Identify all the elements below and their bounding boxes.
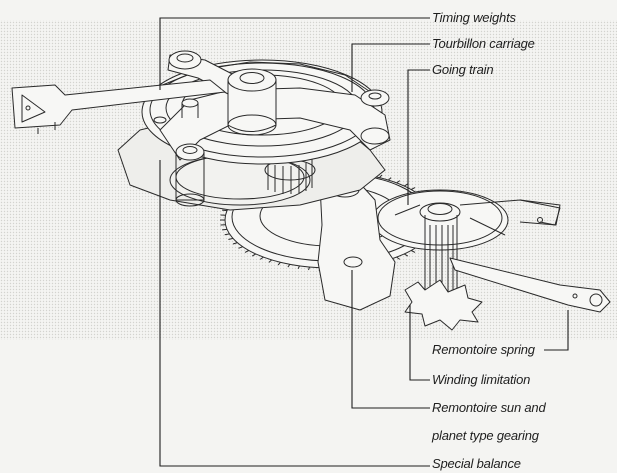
gear-tooth: [232, 242, 238, 245]
leader-timing-weights: [159, 17, 430, 90]
label-timing-weights: Timing weights: [432, 10, 516, 25]
central-bridge: [317, 177, 396, 311]
leader-remontoire-spring: [544, 310, 569, 351]
gear-tooth: [387, 177, 392, 181]
gear-tooth: [403, 183, 409, 187]
gear-tooth: [268, 259, 273, 263]
label-winding-limitation: Winding limitation: [432, 372, 531, 387]
leader-tourbillon-carriage: [351, 43, 430, 92]
gear-tooth: [410, 187, 416, 190]
gear-tooth: [297, 265, 300, 270]
gear-tooth: [287, 264, 291, 268]
label-special-balance: Special balance: [432, 456, 521, 471]
leader-special-balance: [159, 160, 430, 467]
gear-tooth: [410, 250, 416, 253]
star-wheel: [404, 279, 483, 331]
label-going-train: Going train: [432, 62, 494, 77]
gear-tooth: [222, 228, 228, 231]
gear-tooth: [228, 237, 234, 240]
leader-remontoire-sun: [351, 270, 430, 409]
label-remontoire-sun-line2: planet type gearing: [432, 428, 539, 443]
label-remontoire-sun-line1: Remontoire sun and: [432, 400, 546, 415]
gear-tooth: [224, 233, 230, 236]
gear-tooth: [222, 209, 228, 212]
label-tourbillon-carriage: Tourbillon carriage: [432, 36, 535, 51]
gear-tooth: [251, 253, 257, 257]
gear-tooth: [259, 256, 264, 260]
remontoire-spring-arm: [449, 257, 611, 313]
gear-tooth: [379, 174, 383, 179]
mechanism-drawing: [11, 50, 611, 331]
timing-weight-arm: [11, 79, 226, 134]
label-remontoire-spring: Remontoire spring: [432, 342, 535, 357]
leader-going-train: [407, 69, 430, 205]
gear-tooth: [396, 256, 401, 260]
gear-tooth: [308, 266, 310, 271]
train-gears: [169, 154, 316, 206]
gear-tooth: [244, 250, 250, 253]
gear-tooth: [238, 246, 243, 249]
leader-winding-limitation: [409, 305, 430, 381]
gear-tooth: [403, 253, 409, 257]
gear-tooth: [396, 180, 401, 184]
balance-pillar: [153, 68, 277, 136]
gear-tooth: [277, 261, 281, 266]
